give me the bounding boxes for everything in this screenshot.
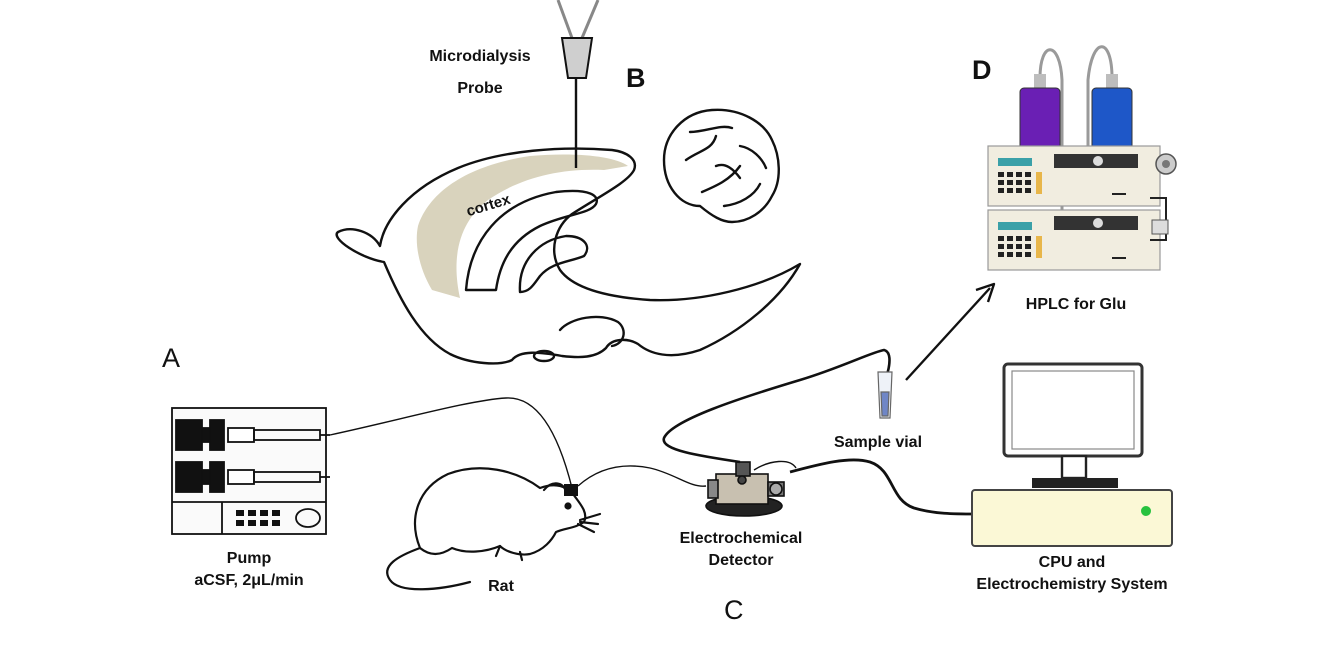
sample-vial-label: Sample vial xyxy=(833,434,923,451)
rat-headstage xyxy=(564,484,578,496)
detector-label-line2: Detector xyxy=(708,551,774,569)
cortex-band xyxy=(416,154,628,298)
cpu-label: CPU and Electrochemistry System xyxy=(936,552,1208,595)
panel-label-c: C xyxy=(724,595,744,625)
cerebellum xyxy=(662,108,780,224)
rat-icon xyxy=(386,467,602,591)
cable-detector-to-cpu xyxy=(789,458,977,516)
ventral-loop xyxy=(558,315,625,348)
pump-label-line1: Pump xyxy=(226,550,272,567)
brain-outline xyxy=(335,147,802,365)
panel-label-b: B xyxy=(626,63,646,93)
probe-icon xyxy=(556,0,600,168)
pump-label: Pump aCSF, 2μL/min xyxy=(160,548,338,591)
tubing-detector-to-vial xyxy=(662,348,891,464)
sample-vial-icon xyxy=(877,371,893,419)
pump-label-line2: aCSF, 2μL/min xyxy=(194,571,304,589)
brain-section xyxy=(335,108,802,365)
hippocampus-fold xyxy=(464,189,598,292)
probe-label: Microdialysis Probe xyxy=(420,46,540,99)
panel-label-d: D xyxy=(972,55,992,85)
hplc-icon xyxy=(987,45,1177,271)
rat-label: Rat xyxy=(488,578,514,595)
syringe-pump-icon xyxy=(171,407,330,535)
tubing-rat-to-detector xyxy=(577,465,707,487)
detector-label-line1: Electrochemical xyxy=(679,530,803,547)
computer-icon xyxy=(971,362,1173,547)
probe-label-line2: Probe xyxy=(457,79,503,97)
inner-fold xyxy=(518,234,589,294)
arrow-to-hplc xyxy=(905,282,996,381)
detector-icon xyxy=(705,461,785,517)
probe-label-line1: Microdialysis xyxy=(429,48,531,65)
tubing-pump-to-rat xyxy=(329,397,573,489)
hplc-label: HPLC for Glu xyxy=(1025,296,1127,313)
detector-label: Electrochemical Detector xyxy=(650,528,832,571)
panel-label-a: A xyxy=(162,343,181,373)
cpu-label-line2: Electrochemistry System xyxy=(976,575,1168,593)
cpu-label-line1: CPU and xyxy=(1038,554,1106,571)
